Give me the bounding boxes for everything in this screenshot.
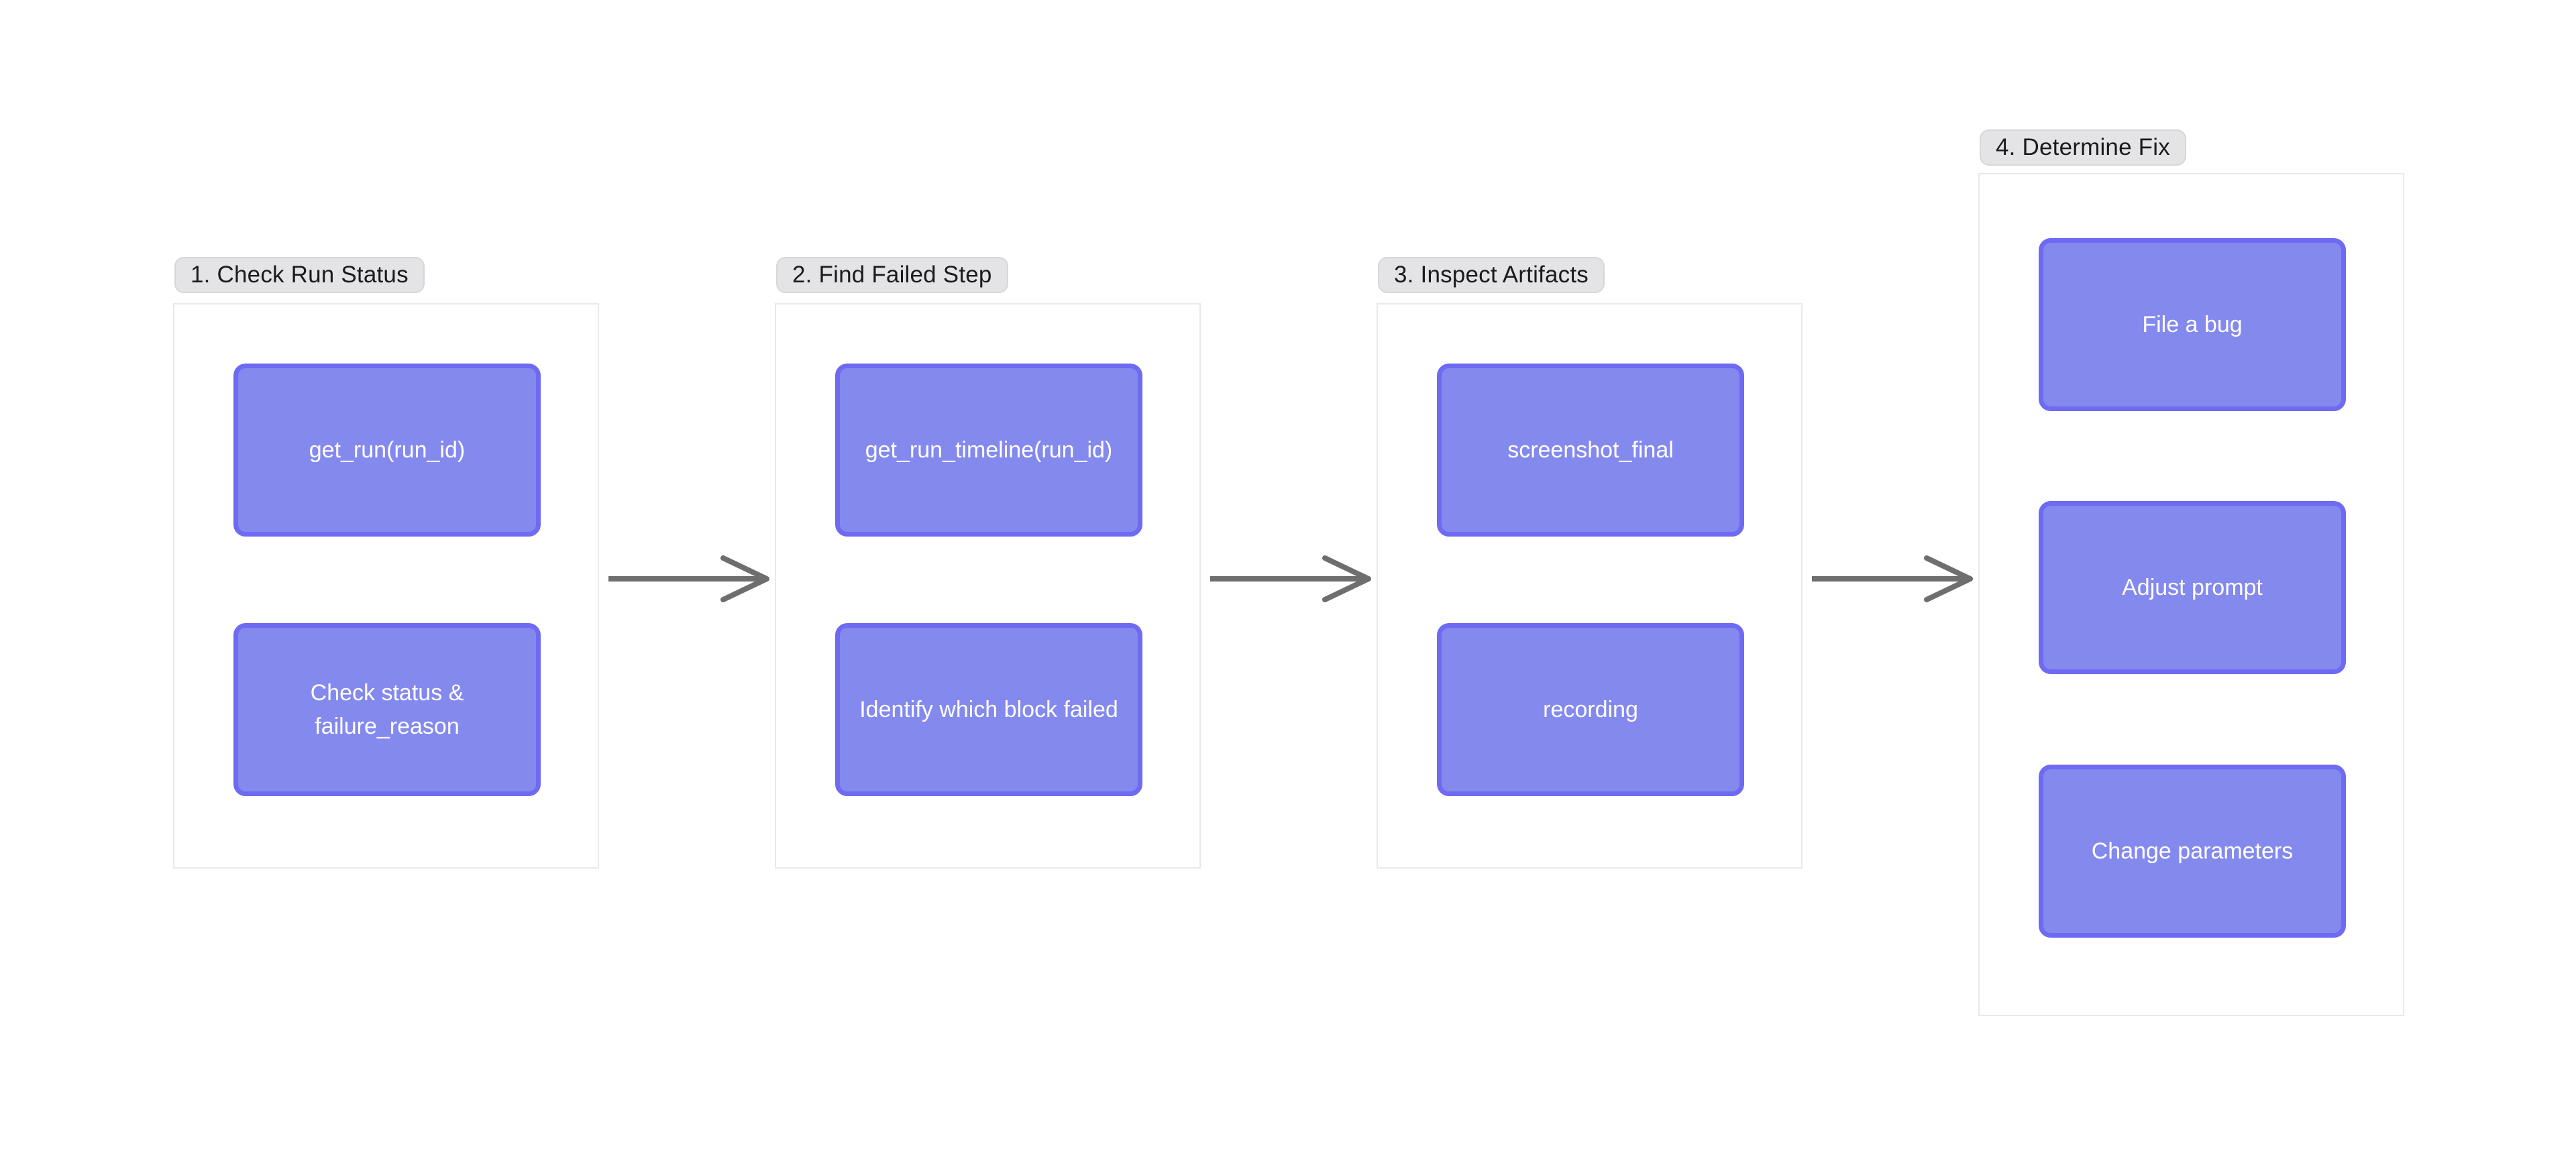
node-recording: recording: [1437, 623, 1744, 796]
node-file-a-bug: File a bug: [2039, 238, 2346, 411]
group-label-determine-fix: 4. Determine Fix: [1980, 129, 2186, 166]
node-check-status-failure-reason: Check status & failure_reason: [233, 623, 541, 796]
node-identify-which-block-failed: Identify which block failed: [835, 623, 1142, 796]
arrow-right-icon: [1208, 554, 1375, 604]
group-label-find-failed-step: 2. Find Failed Step: [776, 257, 1008, 293]
node-get-run: get_run(run_id): [233, 364, 541, 537]
node-adjust-prompt: Adjust prompt: [2039, 501, 2346, 674]
node-change-parameters: Change parameters: [2039, 765, 2346, 938]
node-get-run-timeline: get_run_timeline(run_id): [835, 364, 1142, 537]
arrow-right-icon: [1809, 554, 1977, 604]
group-label-check-run-status: 1. Check Run Status: [174, 257, 425, 293]
group-label-inspect-artifacts: 3. Inspect Artifacts: [1378, 257, 1605, 293]
node-screenshot-final: screenshot_final: [1437, 364, 1744, 537]
arrow-right-icon: [606, 554, 773, 604]
